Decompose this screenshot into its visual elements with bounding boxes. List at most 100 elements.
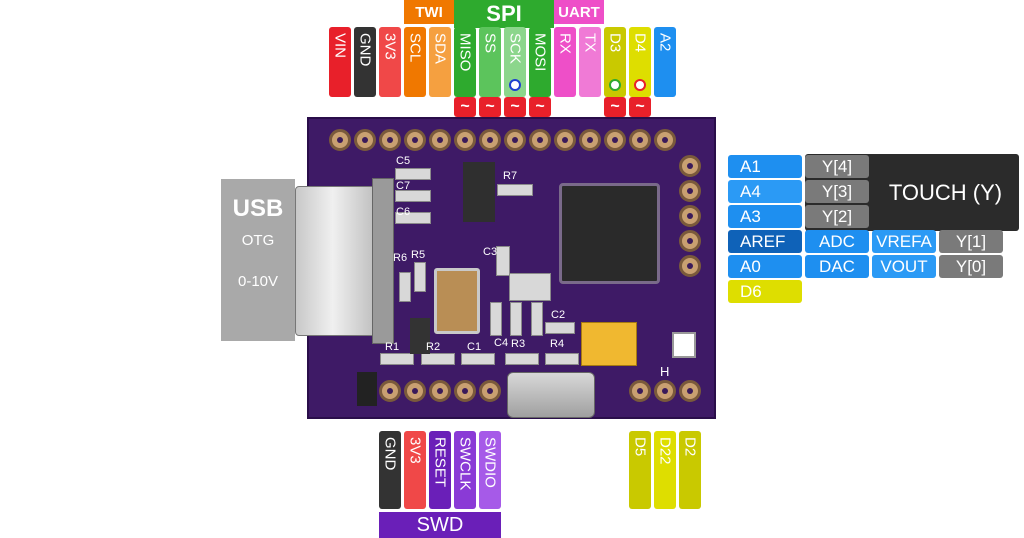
pin-d6: D6 xyxy=(728,280,802,303)
res-r2 xyxy=(421,353,455,365)
pwm-mosi: ~ xyxy=(529,97,551,117)
rgb-led xyxy=(672,332,696,358)
pin-d5: D5 xyxy=(629,431,651,509)
pin-dac: DAC xyxy=(805,255,869,278)
silk-c6: C6 xyxy=(396,206,411,218)
pad-bottom-4 xyxy=(454,380,476,402)
res-r5 xyxy=(414,262,426,292)
ic-small xyxy=(509,273,551,301)
pad-right-1 xyxy=(679,155,701,177)
pin-sda: SDA xyxy=(429,27,451,97)
crystal xyxy=(434,268,480,334)
pad-top-5 xyxy=(429,129,451,151)
cap-c3 xyxy=(496,246,510,276)
silk-h: H xyxy=(660,364,670,379)
pin-swdio: SWDIO xyxy=(479,431,501,509)
cap-c1 xyxy=(461,353,495,365)
pad-right-2 xyxy=(679,180,701,202)
silk-r4: R4 xyxy=(550,338,565,350)
pin-scl: SCL xyxy=(404,27,426,97)
sck-led-dot xyxy=(509,79,521,91)
usb-connector-bracket xyxy=(372,178,394,344)
pin-rx: RX xyxy=(554,27,576,97)
usb-range: 0-10V xyxy=(237,273,279,290)
pad-top-7 xyxy=(479,129,501,151)
pad-top-9 xyxy=(529,129,551,151)
pad-bottom-6 xyxy=(629,380,651,402)
cap-c2 xyxy=(545,322,575,334)
silk-r5: R5 xyxy=(411,249,426,261)
spi-group-label: SPI xyxy=(454,0,554,28)
pin-d3: D3 xyxy=(604,27,626,97)
silk-r2: R2 xyxy=(426,341,441,353)
pin-a0: A0 xyxy=(728,255,802,278)
d4-led-dot xyxy=(634,79,646,91)
cap-c7 xyxy=(395,190,431,202)
silk-c1: C1 xyxy=(467,341,482,353)
pin-d2: D2 xyxy=(679,431,701,509)
voltage-regulator xyxy=(463,162,495,222)
pin-a3: A3 xyxy=(728,205,802,228)
cap-c5 xyxy=(395,168,431,180)
pad-top-12 xyxy=(604,129,626,151)
touch-group-label: TOUCH (Y) xyxy=(888,179,1003,205)
res-r3 xyxy=(510,302,522,336)
pad-right-4 xyxy=(679,230,701,252)
pad-bottom-3 xyxy=(429,380,451,402)
touch-y3: Y[3] xyxy=(805,180,869,203)
pad-top-3 xyxy=(379,129,401,151)
pad-bottom-5 xyxy=(479,380,501,402)
diode xyxy=(357,372,377,406)
res-r1 xyxy=(380,353,414,365)
pin-swclk: SWCLK xyxy=(454,431,476,509)
pad-right-3 xyxy=(679,205,701,227)
touch-y4: Y[4] xyxy=(805,155,869,178)
d3-led-dot xyxy=(609,79,621,91)
pin-3v3-top: 3V3 xyxy=(379,27,401,97)
touch-y1: Y[1] xyxy=(939,230,1003,253)
silk-r7: R7 xyxy=(503,170,518,182)
pad-top-1 xyxy=(329,129,351,151)
pad-bottom-8 xyxy=(679,380,701,402)
pad-bottom-1 xyxy=(379,380,401,402)
pin-vrefa: VREFA xyxy=(872,230,936,253)
pad-right-5 xyxy=(679,255,701,277)
pin-adc: ADC xyxy=(805,230,869,253)
pin-vin: VIN xyxy=(329,27,351,97)
pad-top-2 xyxy=(354,129,376,151)
pin-a2: A2 xyxy=(654,27,676,97)
pin-aref: AREF xyxy=(728,230,802,253)
silk-r1: R1 xyxy=(385,341,400,353)
touch-y2: Y[2] xyxy=(805,205,869,228)
silk-c4: C4 xyxy=(494,337,509,349)
usb-mode: OTG xyxy=(241,232,275,249)
res-r6 xyxy=(399,272,411,302)
pad-top-6 xyxy=(454,129,476,151)
silk-c7: C7 xyxy=(396,180,411,192)
pwm-d4: ~ xyxy=(629,97,651,117)
pin-gnd-bottom: GND xyxy=(379,431,401,509)
cap-c4 xyxy=(490,302,502,336)
touch-y0: Y[0] xyxy=(939,255,1003,278)
cap-c6 xyxy=(395,212,431,224)
pwm-sck: ~ xyxy=(504,97,526,117)
silk-r3: R3 xyxy=(511,338,526,350)
pin-a4: A4 xyxy=(728,180,802,203)
twi-group-label: TWI xyxy=(404,0,454,24)
pin-d22: D22 xyxy=(654,431,676,509)
silk-r6: R6 xyxy=(393,252,408,264)
micro-usb-port xyxy=(507,372,595,418)
silk-c2: C2 xyxy=(551,309,566,321)
pad-top-4 xyxy=(404,129,426,151)
resistor-array xyxy=(581,322,637,366)
silk-c5: C5 xyxy=(396,155,411,167)
pin-mosi: MOSI xyxy=(529,27,551,97)
res-r4-b xyxy=(545,353,579,365)
pwm-d3: ~ xyxy=(604,97,626,117)
pin-tx: TX xyxy=(579,27,601,97)
swd-group-label: SWD xyxy=(379,512,501,538)
pad-top-11 xyxy=(579,129,601,151)
pad-top-13 xyxy=(629,129,651,151)
pad-top-10 xyxy=(554,129,576,151)
pad-top-14 xyxy=(654,129,676,151)
